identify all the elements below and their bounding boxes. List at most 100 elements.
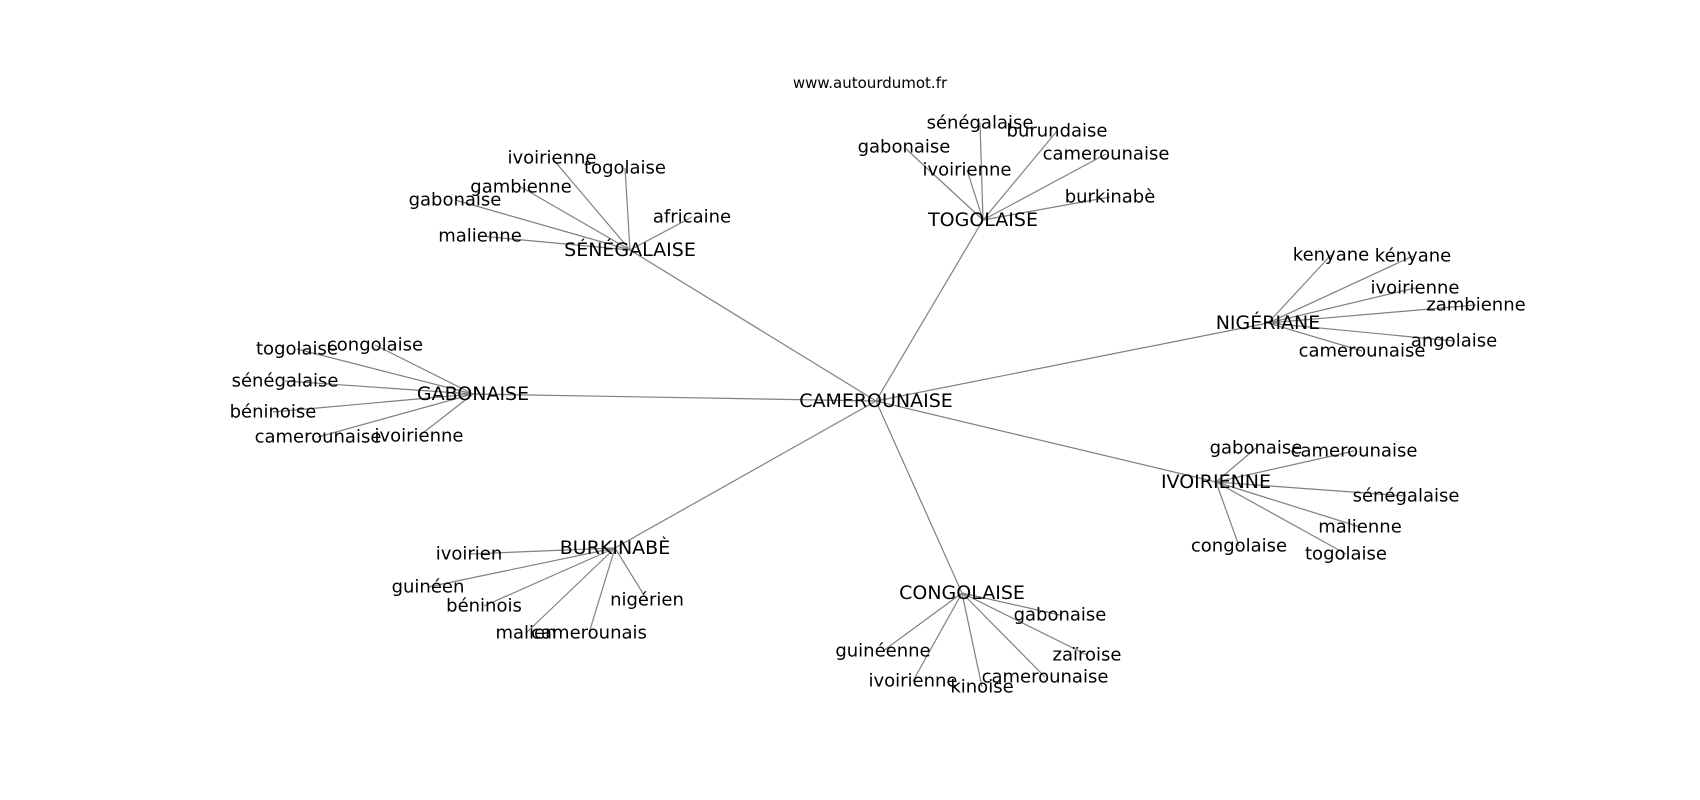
edge-ivoirienne-leaf-3	[1215, 481, 1361, 528]
edge-senegalaise-leaf-1	[624, 167, 631, 251]
leaf-node-burkinabe-1: guinéen	[392, 577, 465, 598]
hub-node-gabonaise: GABONAISE	[417, 383, 529, 405]
hub-node-nigeriane: NIGÉRIANE	[1216, 311, 1321, 334]
hub-node-congolaise: CONGOLAISE	[899, 582, 1025, 604]
edge-center-gabonaise	[472, 393, 877, 402]
leaf-node-senegalaise-3: gabonaise	[409, 190, 502, 211]
edge-center-nigeriane	[875, 322, 1269, 402]
edge-center-congolaise	[875, 400, 963, 594]
edge-congolaise-leaf-3	[961, 592, 1046, 678]
edge-togolaise-leaf-5	[982, 196, 1111, 221]
leaf-node-burkinabe-2: nigérien	[610, 590, 684, 611]
leaf-node-gabonaise-2: sénégalaise	[232, 371, 339, 392]
edge-congolaise-leaf-0	[961, 592, 1061, 616]
leaf-node-congolaise-4: ivoirienne	[868, 671, 957, 692]
edge-ivoirienne-leaf-5	[1215, 481, 1347, 555]
edge-nigeriane-leaf-1	[1267, 255, 1414, 324]
hub-node-ivoirienne: IVOIRIENNE	[1161, 471, 1271, 493]
edge-togolaise-leaf-2	[903, 146, 984, 221]
edge-congolaise-leaf-1	[961, 592, 1088, 656]
leaf-node-nigeriane-1: kényane	[1375, 246, 1451, 267]
leaf-node-gabonaise-5: ivoirienne	[374, 426, 463, 447]
leaf-node-senegalaise-1: togolaise	[584, 158, 666, 179]
leaf-node-togolaise-0: sénégalaise	[927, 113, 1034, 134]
leaf-node-burkinabe-3: béninois	[446, 596, 522, 617]
leaf-node-gabonaise-4: camerounaise	[255, 427, 382, 448]
edge-ivoirienne-leaf-1	[1215, 450, 1355, 483]
source-label: www.autourdumot.fr	[793, 74, 948, 92]
leaf-node-congolaise-0: gabonaise	[1014, 605, 1107, 626]
edge-burkinabe-leaf-1	[427, 547, 616, 588]
leaf-node-nigeriane-2: ivoirienne	[1370, 278, 1459, 299]
edge-gabonaise-leaf-4	[317, 393, 474, 438]
leaf-node-nigeriane-3: zambienne	[1426, 295, 1525, 316]
leaf-node-nigeriane-5: camerounaise	[1299, 341, 1426, 362]
leaf-node-congolaise-5: kinoise	[950, 677, 1013, 698]
edge-ivoirienne-leaf-2	[1215, 481, 1407, 497]
leaf-node-ivoirienne-2: sénégalaise	[1353, 486, 1460, 507]
edge-nigeriane-leaf-3	[1267, 304, 1477, 324]
edge-congolaise-leaf-5	[961, 592, 983, 688]
leaf-node-togolaise-5: burkinabè	[1065, 187, 1156, 208]
edge-nigeriane-leaf-0	[1267, 254, 1332, 324]
edge-center-senegalaise	[629, 249, 877, 402]
leaf-node-burkinabe-0: ivoirien	[436, 544, 503, 565]
edge-nigeriane-leaf-4	[1267, 322, 1455, 342]
leaf-node-ivoirienne-1: camerounaise	[1291, 441, 1418, 462]
leaf-node-ivoirienne-0: gabonaise	[1210, 438, 1303, 459]
edge-ivoirienne-leaf-4	[1215, 481, 1240, 547]
edge-senegalaise-leaf-5	[479, 235, 631, 251]
edge-center-ivoirienne	[875, 400, 1217, 483]
edge-burkinabe-leaf-4	[525, 547, 616, 634]
leaf-node-ivoirienne-3: malienne	[1318, 517, 1402, 538]
leaf-node-gabonaise-3: béninoise	[230, 402, 317, 423]
leaf-node-nigeriane-4: angolaise	[1411, 331, 1497, 352]
leaf-node-senegalaise-2: gambienne	[470, 177, 571, 198]
edge-burkinabe-leaf-0	[468, 547, 616, 555]
edge-senegalaise-leaf-0	[551, 157, 631, 251]
leaf-node-togolaise-2: gabonaise	[858, 137, 951, 158]
edge-nigeriane-leaf-2	[1267, 287, 1416, 324]
edge-togolaise-leaf-1	[982, 130, 1058, 221]
edge-gabonaise-leaf-2	[284, 380, 474, 395]
leaf-node-ivoirienne-5: togolaise	[1305, 544, 1387, 565]
edge-ivoirienne-leaf-0	[1215, 447, 1257, 483]
leaf-node-ivoirienne-4: congolaise	[1191, 536, 1287, 557]
graph-nodes: CAMEROUNAISESÉNÉGALAISEivoiriennetogolai…	[230, 113, 1526, 698]
edge-togolaise-leaf-0	[979, 122, 984, 221]
leaf-node-senegalaise-4: africaine	[653, 207, 731, 228]
edge-congolaise-leaf-2	[882, 592, 963, 652]
leaf-node-nigeriane-0: kenyane	[1293, 245, 1369, 266]
edge-nigeriane-leaf-5	[1267, 322, 1363, 352]
edge-burkinabe-leaf-5	[588, 547, 616, 634]
edge-senegalaise-leaf-4	[629, 216, 693, 251]
edge-gabonaise-leaf-5	[418, 393, 474, 437]
leaf-node-gabonaise-0: togolaise	[256, 339, 338, 360]
edge-burkinabe-leaf-3	[483, 547, 616, 607]
leaf-node-togolaise-1: burundaise	[1007, 121, 1108, 142]
edge-congolaise-leaf-4	[912, 592, 963, 682]
edge-gabonaise-leaf-0	[296, 348, 474, 395]
leaf-node-burkinabe-4: malien	[495, 623, 556, 644]
edge-burkinabe-leaf-2	[614, 547, 648, 601]
edge-gabonaise-leaf-1	[374, 344, 474, 395]
center-node-label: CAMEROUNAISE	[799, 390, 953, 412]
hub-node-togolaise: TOGOLAISE	[927, 209, 1038, 231]
edge-senegalaise-leaf-2	[520, 186, 631, 251]
leaf-node-senegalaise-5: malienne	[438, 226, 522, 247]
leaf-node-burkinabe-5: camerounais	[531, 623, 647, 644]
edge-center-burkinabe	[614, 400, 877, 549]
hub-node-senegalaise: SÉNÉGALAISE	[564, 238, 696, 261]
leaf-node-gabonaise-1: congolaise	[327, 335, 423, 356]
edge-togolaise-leaf-3	[982, 153, 1107, 221]
leaf-node-togolaise-4: ivoirienne	[922, 160, 1011, 181]
leaf-node-congolaise-1: zaïroise	[1053, 645, 1122, 666]
leaf-node-congolaise-2: guinéenne	[835, 641, 930, 662]
hub-node-burkinabe: BURKINABÈ	[560, 536, 670, 559]
edge-togolaise-leaf-4	[966, 169, 984, 221]
leaf-node-senegalaise-0: ivoirienne	[507, 148, 596, 169]
edge-senegalaise-leaf-3	[454, 199, 631, 251]
leaf-node-togolaise-3: camerounaise	[1043, 144, 1170, 165]
graph-edges	[272, 122, 1477, 688]
